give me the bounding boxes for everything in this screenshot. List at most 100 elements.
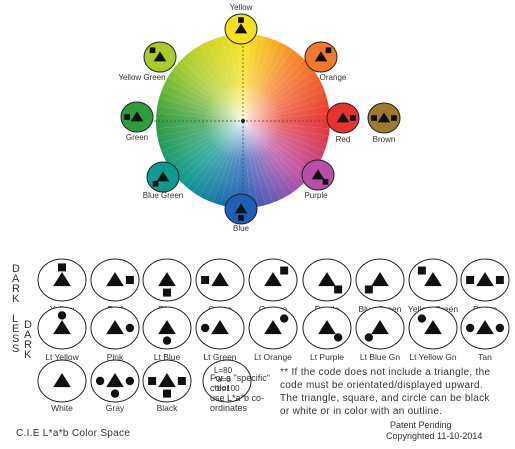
dark-code-purple: Purple — [302, 258, 352, 314]
square-icon — [325, 47, 332, 54]
circle-icon — [417, 314, 427, 323]
wheel-badge-label: Red — [336, 135, 351, 144]
square-icon — [177, 377, 186, 385]
footnote: ** If the code does not include a triang… — [280, 366, 512, 418]
wheel-badge-green: Green — [120, 101, 154, 142]
triangle-icon — [158, 272, 176, 287]
triangle-icon — [53, 272, 71, 287]
dark-code-orange: Orange — [248, 258, 298, 314]
circle-icon — [279, 314, 289, 323]
dark-code-blue-green: Blue Green — [355, 258, 405, 314]
circle-icon — [200, 323, 210, 333]
wheel-badge-blue: Blue — [224, 193, 258, 233]
circle-icon — [125, 376, 135, 386]
wheel-badge-label: Blue Green — [143, 191, 183, 200]
square-icon — [417, 266, 426, 275]
wheel-badge-yellow-green: Yellow Green — [118, 41, 177, 82]
triangle-icon — [311, 169, 325, 180]
less-dark-code-lt-blue-gn: Lt Blue Gn — [355, 306, 405, 362]
triangle-icon — [156, 171, 170, 182]
triangle-icon — [158, 373, 176, 388]
triangle-icon — [211, 272, 229, 287]
dark-code-green: Green — [195, 258, 245, 314]
square-icon — [495, 276, 504, 284]
circle-icon — [57, 311, 67, 320]
square-icon — [466, 276, 475, 284]
wheel-badge-label: Orange — [320, 73, 347, 82]
triangle-icon — [264, 320, 282, 335]
triangle-icon — [153, 51, 167, 62]
code-label: Black — [157, 403, 179, 413]
dark-code-brown: Brown — [460, 258, 510, 314]
neutral-code-black: Black — [142, 359, 192, 413]
triangle-icon — [211, 320, 229, 335]
dark-code-yellow-green: Yellow Green — [408, 258, 458, 314]
triangle-icon — [336, 112, 350, 123]
less-dark-code-lt-yellow: Lt Yellow — [37, 306, 87, 362]
square-icon — [201, 276, 210, 284]
square-icon — [124, 114, 130, 120]
triangle-icon — [53, 373, 71, 388]
dark-code-red: Red — [90, 258, 140, 314]
triangle-icon — [234, 203, 248, 214]
wheel-badge-orange: Orange — [304, 41, 347, 82]
code-label: Lt Yellow — [45, 352, 79, 362]
neutral-code-gray: Gray — [90, 359, 140, 413]
code-label: Lt Green — [203, 352, 236, 362]
less-dark-code-tan: Tan — [460, 306, 510, 362]
code-label: White — [51, 403, 73, 413]
square-icon — [391, 115, 397, 121]
cie-lab-color-wheel — [150, 30, 336, 212]
circle-icon — [495, 323, 505, 333]
circle-icon — [110, 389, 120, 398]
triangle-icon — [371, 320, 389, 335]
triangle-icon — [377, 112, 391, 123]
wheel-badge-label: Yellow Green — [118, 73, 165, 82]
lab-note-line-2: use L*a*b co-ordinates — [210, 393, 265, 413]
footnote-line-2: code must be orientated/displayed upward… — [280, 380, 483, 391]
wheel-badge-label: Purple — [304, 191, 328, 200]
code-label: Lt Blue — [154, 352, 181, 362]
square-icon — [58, 263, 66, 272]
triangle-icon — [318, 272, 336, 287]
copyright: Copyrighted 11-10-2014 — [386, 431, 483, 441]
triangle-icon — [424, 320, 442, 335]
circle-icon — [333, 333, 343, 342]
dark-code-blue: Blue — [142, 258, 192, 314]
lab-value-l: L=80 — [214, 366, 233, 375]
triangle-icon — [158, 320, 176, 335]
lab-note: For a "specific" color use L*a*b co-ordi… — [210, 373, 290, 413]
less-dark-code-lt-green: Lt Green — [195, 306, 245, 362]
square-icon — [125, 276, 134, 284]
wheel-badge-label: Brown — [373, 135, 396, 144]
wheel-badge-brown: Brown — [367, 102, 401, 144]
circle-icon — [465, 323, 475, 333]
triangle-icon — [476, 320, 494, 335]
circle-icon — [162, 336, 172, 345]
patent-pending: Patent Pending — [390, 420, 452, 430]
square-icon — [152, 180, 159, 187]
less-dark-code-lt-purple: Lt Purple — [302, 306, 352, 362]
square-icon — [149, 47, 156, 54]
triangle-icon — [106, 320, 124, 335]
footnote-line-3: The triangle, square, and circle can be … — [280, 393, 490, 404]
square-icon — [334, 285, 343, 294]
triangle-icon — [371, 272, 389, 287]
less-dark-code-pink: Pink — [90, 306, 140, 362]
code-label: Lt Blue Gn — [360, 352, 400, 362]
square-icon — [163, 288, 171, 297]
triangle-icon — [106, 272, 124, 287]
triangle-icon — [130, 111, 144, 122]
wheel-center-dot — [241, 119, 245, 123]
code-label: Lt Yellow Gn — [409, 352, 457, 362]
circle-icon — [125, 323, 135, 333]
dark-letter: D — [12, 263, 20, 275]
square-icon — [364, 285, 373, 294]
triangle-icon — [264, 272, 282, 287]
square-icon — [371, 115, 377, 121]
side-label-dark: D A R K — [12, 263, 23, 305]
footnote-line-1: ** If the code does not include a triang… — [280, 367, 491, 378]
triangle-icon — [106, 373, 124, 388]
neutral-code-white: White — [37, 359, 87, 413]
